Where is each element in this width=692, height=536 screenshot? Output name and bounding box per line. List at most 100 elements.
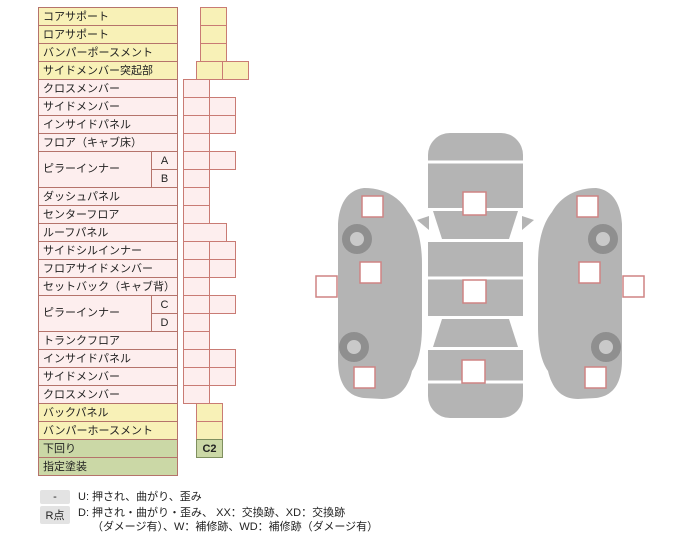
check-cell[interactable] [183, 331, 210, 350]
part-row: トランクフロア [38, 331, 249, 350]
legend-line: （ダメージ有）、W：補修跡、WD：補修跡（ダメージ有） [92, 521, 379, 533]
check-cell[interactable] [183, 205, 210, 224]
cell-group [196, 421, 223, 440]
check-cell[interactable] [196, 421, 223, 440]
cell-group [183, 169, 210, 188]
check-cell[interactable] [209, 151, 236, 170]
cell-group [183, 223, 227, 242]
check-cell[interactable] [183, 79, 210, 98]
cell-group [183, 331, 210, 350]
part-row: セットバック（キャブ背） [38, 277, 249, 296]
check-cell[interactable] [183, 241, 210, 260]
cell-group [183, 115, 236, 134]
part-label: コアサポート [38, 7, 178, 26]
part-row: サイドメンバー [38, 367, 249, 386]
check-cell[interactable] [183, 385, 210, 404]
part-label: ピラーインナー [38, 295, 152, 332]
marker-square[interactable] [315, 275, 338, 298]
check-cell[interactable] [183, 313, 210, 332]
part-label: ダッシュパネル [38, 187, 178, 206]
part-label: ロアサポート [38, 25, 178, 44]
part-row: バンパーホースメント [38, 421, 249, 440]
check-cell[interactable] [183, 169, 210, 188]
part-label: フロアサイドメンバー [38, 259, 178, 278]
part-label: インサイドパネル [38, 115, 178, 134]
check-cell[interactable] [200, 43, 227, 62]
part-label: バンパーホースメント [38, 421, 178, 440]
check-cell[interactable] [183, 133, 210, 152]
check-cell[interactable] [183, 115, 210, 134]
cell-group: C2 [196, 439, 223, 458]
marker-square[interactable] [353, 366, 376, 389]
check-cell[interactable] [209, 241, 236, 260]
right-mirror-icon [522, 216, 534, 230]
cell-group [183, 241, 236, 260]
part-label: セットバック（キャブ背） [38, 277, 178, 296]
check-cell[interactable] [183, 151, 210, 170]
part-row: 下回り C2 [38, 439, 249, 458]
part-row: クロスメンバー [38, 385, 249, 404]
part-label: サイドメンバー突起部 [38, 61, 178, 80]
part-row: インサイドパネル [38, 115, 249, 134]
check-cell[interactable] [209, 97, 236, 116]
marker-square[interactable] [622, 275, 645, 298]
check-cell[interactable] [183, 295, 210, 314]
part-label: ピラーインナー [38, 151, 152, 188]
part-label: 下回り [38, 439, 178, 458]
check-cell[interactable] [183, 223, 227, 242]
part-label: バンパーポースメント [38, 43, 178, 62]
legend-key: R点 [40, 506, 70, 524]
part-label: フロア（キャブ床） [38, 133, 178, 152]
part-row: サイドメンバー [38, 97, 249, 116]
check-cell[interactable] [200, 25, 227, 44]
marker-square[interactable] [361, 195, 384, 218]
part-row: ダッシュパネル [38, 187, 249, 206]
check-cell[interactable] [209, 295, 236, 314]
pillar-sub-label: D [151, 313, 178, 332]
check-cell[interactable] [222, 61, 249, 80]
cell-group [183, 97, 236, 116]
check-cell[interactable] [183, 349, 210, 368]
marker-square[interactable] [584, 366, 607, 389]
check-cell[interactable] [183, 97, 210, 116]
check-cell[interactable] [196, 61, 223, 80]
cell-group [183, 79, 210, 98]
marker-square[interactable] [359, 261, 382, 284]
check-cell[interactable] [183, 367, 210, 386]
check-cell[interactable] [183, 187, 210, 206]
rear-window [433, 319, 518, 347]
check-cell[interactable] [209, 349, 236, 368]
part-row: サイドメンバー突起部 [38, 61, 249, 80]
cell-group [200, 43, 227, 62]
cell-group [183, 259, 236, 278]
check-cell[interactable] [209, 115, 236, 134]
check-cell[interactable] [200, 7, 227, 26]
vehicle-diagram [315, 133, 645, 418]
check-cell[interactable] [183, 259, 210, 278]
cell-group [183, 277, 210, 296]
part-label: インサイドパネル [38, 349, 178, 368]
check-cell[interactable] [209, 259, 236, 278]
marker-square[interactable] [462, 279, 487, 304]
left-mirror-icon [417, 216, 429, 230]
marker-square[interactable] [461, 359, 486, 384]
part-row: ロアサポート [38, 25, 249, 44]
part-label: サイドシルインナー [38, 241, 178, 260]
part-label: バックパネル [38, 403, 178, 422]
cell-group [183, 151, 236, 170]
marker-square[interactable] [578, 261, 601, 284]
part-row: A [151, 151, 236, 170]
check-cell[interactable]: C2 [196, 439, 223, 458]
marker-square[interactable] [462, 191, 487, 216]
check-cell[interactable] [196, 403, 223, 422]
legend-key: - [40, 490, 70, 504]
check-cell[interactable] [183, 277, 210, 296]
check-cell[interactable] [209, 367, 236, 386]
marker-square[interactable] [576, 195, 599, 218]
part-row: バンパーポースメント [38, 43, 249, 62]
